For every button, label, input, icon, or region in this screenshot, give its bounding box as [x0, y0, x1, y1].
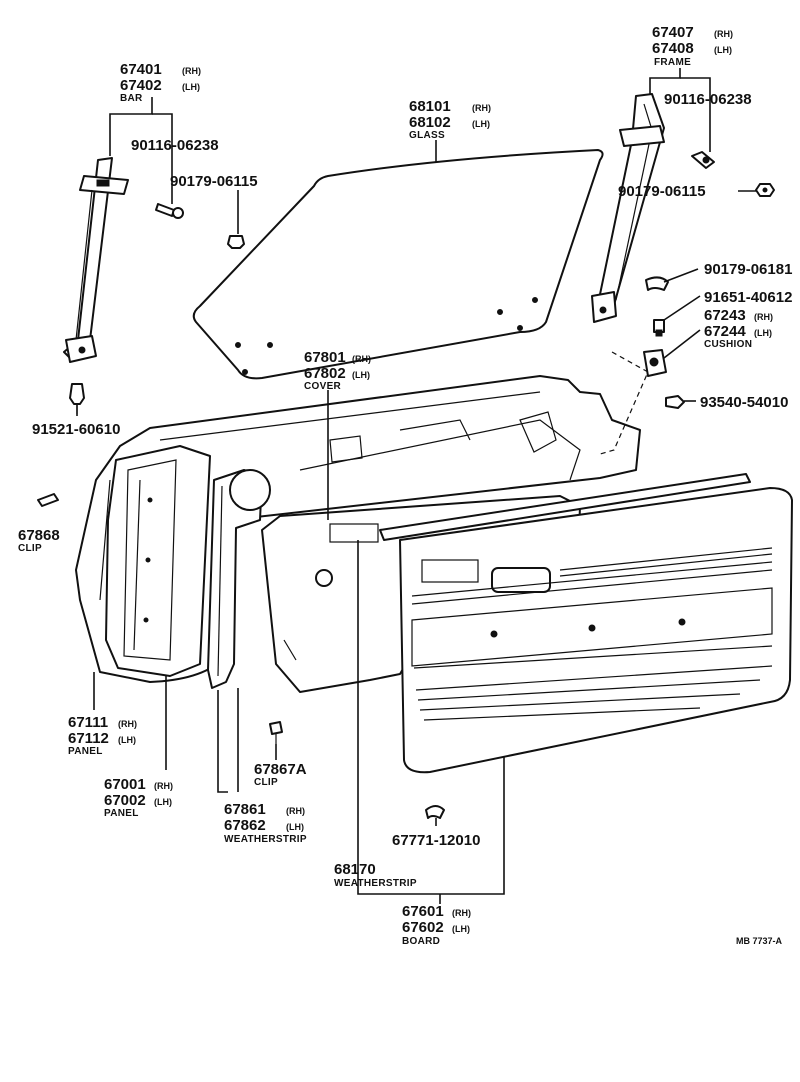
callout-bar: 67401 (RH) 67402 (LH) BAR	[120, 61, 201, 104]
frame-tag-lh: (LH)	[714, 45, 732, 55]
callout-screw-right: 93540-54010	[700, 394, 788, 411]
clip-left-name: CLIP	[18, 543, 42, 554]
figure-code: MB 7737-A	[736, 936, 783, 946]
glass-tag-lh: (LH)	[472, 119, 490, 129]
frame-part-drawing	[591, 93, 665, 323]
cushion-part-rh: 67243	[704, 307, 746, 324]
glass-part-rh: 68101	[409, 98, 451, 115]
cushion-part-drawing	[643, 349, 667, 377]
fastener-nut-right	[755, 183, 775, 197]
board-part-lh: 67602	[402, 919, 444, 936]
glass-tag-rh: (RH)	[472, 103, 491, 113]
callout-screw-cushion: 91651-40612	[704, 289, 792, 306]
panel-outer-tag-lh: (LH)	[154, 797, 172, 807]
panel-inner-tag-rh: (RH)	[118, 719, 137, 729]
callout-panel-outer: 67001 (RH) 67002 (LH) PANEL	[104, 776, 173, 819]
clip-mid-drawing	[269, 721, 283, 744]
callout-panel-inner: 67111 (RH) 67112 (LH) PANEL	[68, 714, 137, 757]
board-name: BOARD	[402, 936, 440, 947]
bar-name: BAR	[120, 93, 143, 104]
cover-part-lh: 67802	[304, 365, 346, 382]
board-tag-rh: (RH)	[452, 908, 471, 918]
callout-bolt-left: 90116-06238	[131, 137, 219, 154]
cushion-tag-rh: (RH)	[754, 312, 773, 322]
frame-part-lh: 67408	[652, 40, 694, 57]
weatherstrip-door-name: WEATHERSTRIP	[224, 834, 307, 845]
callout-nut-mid: 90179-06181	[704, 261, 792, 278]
board-tag-lh: (LH)	[452, 924, 470, 934]
fastener-bolt-right	[691, 151, 715, 169]
cover-name: COVER	[304, 381, 342, 392]
fastener-bolt-left	[155, 203, 184, 219]
callout-board: 67601 (RH) 67602 (LH) BOARD	[402, 903, 471, 947]
weatherstrip-belt-part: 68170	[334, 861, 376, 878]
cushion-name: CUSHION	[704, 339, 752, 350]
fastener-nut-mid	[645, 276, 669, 291]
weatherstrip-belt-name: WEATHERSTRIP	[334, 878, 417, 889]
weatherstrip-door-part-rh: 67861	[224, 801, 266, 818]
board-part-drawing	[399, 487, 793, 774]
bar-part-rh: 67401	[120, 61, 162, 78]
weatherstrip-door-part-lh: 67862	[224, 817, 266, 834]
callout-nut-right: 90179-06115	[618, 183, 706, 200]
panel-outer-name: PANEL	[104, 808, 139, 819]
callout-cushion: 67243 (RH) 67244 (LH) CUSHION	[704, 307, 773, 350]
clip-board-drawing	[425, 805, 445, 819]
panel-inner-name: PANEL	[68, 746, 103, 757]
frame-tag-rh: (RH)	[714, 29, 733, 39]
cover-part-rh: 67801	[304, 349, 346, 366]
panel-outer-tag-rh: (RH)	[154, 781, 173, 791]
cushion-part-lh: 67244	[704, 323, 746, 340]
bar-part-lh: 67402	[120, 77, 162, 94]
board-hatch-upper	[559, 547, 773, 577]
fastener-screw-cushion	[653, 319, 665, 337]
clip-mid-part: 67867A	[254, 761, 307, 778]
cushion-tag-lh: (LH)	[754, 328, 772, 338]
bar-tag-lh: (LH)	[182, 82, 200, 92]
panel-inner-tag-lh: (LH)	[118, 735, 136, 745]
callout-bolt-right: 90116-06238	[664, 91, 752, 108]
weatherstrip-door-drawing	[207, 469, 271, 689]
clip-left-drawing	[37, 493, 59, 507]
bar-tag-rh: (RH)	[182, 66, 201, 76]
fastener-nut-left	[227, 235, 245, 249]
glass-part-lh: 68102	[409, 114, 451, 131]
panel-inner-part-rh: 67111	[68, 714, 108, 731]
weatherstrip-door-tag-lh: (LH)	[286, 822, 304, 832]
callout-screw-left: 91521-60610	[32, 421, 120, 438]
frame-name: FRAME	[654, 57, 691, 68]
glass-name: GLASS	[409, 130, 445, 141]
callout-nut-left: 90179-06115	[170, 173, 258, 190]
glass-part-drawing	[192, 149, 604, 380]
panel-outer-part-rh: 67001	[104, 776, 146, 793]
panel-inner-part-lh: 67112	[68, 730, 109, 747]
callout-clip-mid: 67867A CLIP	[254, 761, 307, 788]
clip-left-part: 67868	[18, 527, 60, 544]
callout-cover: 67801 (RH) 67802 (LH) COVER	[304, 349, 371, 392]
callout-frame: 67407 (RH) 67408 (LH) FRAME	[652, 24, 733, 68]
alignment-dashed-line	[599, 351, 649, 455]
cover-tag-rh: (RH)	[352, 354, 371, 364]
leader-lines	[76, 68, 756, 904]
callout-clip-board: 67771-12010	[392, 832, 480, 849]
inner-panel-drawing	[105, 445, 211, 677]
fastener-screw-right	[665, 395, 685, 409]
weatherstrip-door-tag-rh: (RH)	[286, 806, 305, 816]
callout-glass: 68101 (RH) 68102 (LH) GLASS	[409, 98, 491, 141]
panel-outer-part-lh: 67002	[104, 792, 146, 809]
board-part-rh: 67601	[402, 903, 444, 920]
callout-weatherstrip-door: 67861 (RH) 67862 (LH) WEATHERSTRIP	[224, 801, 307, 845]
frame-part-rh: 67407	[652, 24, 694, 41]
weatherstrip-belt-drawing	[379, 473, 751, 541]
clip-mid-name: CLIP	[254, 777, 278, 788]
callout-weatherstrip-belt: 68170 WEATHERSTRIP	[334, 861, 417, 889]
bar-part-drawing	[63, 157, 129, 363]
cover-tag-lh: (LH)	[352, 370, 370, 380]
callout-clip-left: 67868 CLIP	[18, 527, 60, 554]
